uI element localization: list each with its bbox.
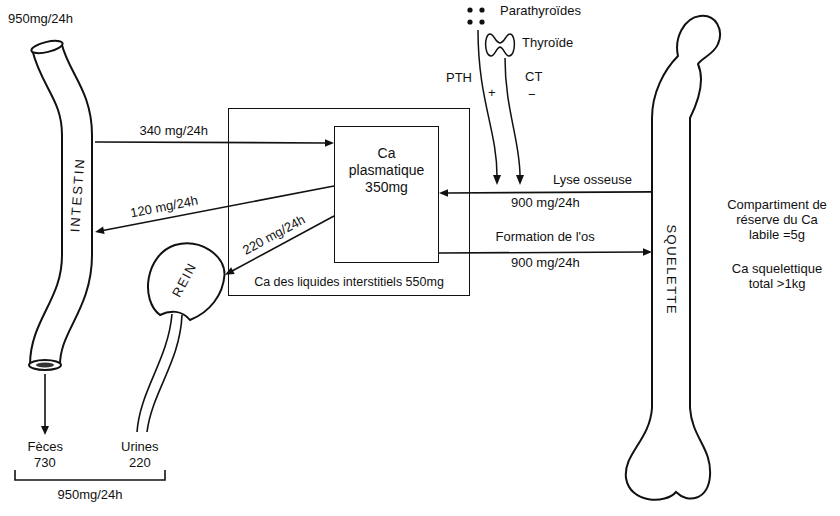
flow-arrow [439,248,652,256]
flow-rate: 340 mg/24h [137,124,210,139]
output-value: 220 [129,456,151,471]
organ-name: SQUELETTE [663,224,679,315]
tube-opening [29,360,61,370]
flow-name: Formation de l'os [496,230,595,245]
ureter-line [147,315,182,432]
kidney-outline-path [148,243,225,320]
femur-bone: SQUELETTE [652,8,722,505]
hormone-name: PTH [446,71,472,86]
ct-arrow-head [516,175,524,185]
reserve-note: Compartiment de réserve du Ca labile =5g [727,198,827,243]
parathyroid-gland [467,19,472,24]
feces-arrow-head [41,426,49,435]
flow-name: Lyse osseuse [553,173,632,188]
hormone-name: CT [525,70,542,85]
gland-name: Parathyroïdes [500,4,581,19]
output-value: 730 [34,456,56,471]
arrow-head [439,189,448,197]
feces-arrow-line [44,374,46,427]
flow-rate: 900 mg/24h [509,256,582,271]
total-intake: 950mg/24h [8,12,73,27]
parathyroid-gland [479,19,484,24]
arrow-line [447,192,652,193]
parathyroid-gland [479,7,484,12]
effect-sign: + [488,86,496,101]
output-name: Urines [121,440,159,455]
thyroid-gland [486,34,515,56]
bone-outline [652,8,722,505]
arrow-line [95,142,326,143]
gland-name: Thyroïde [522,36,573,51]
arrow-head [325,139,334,147]
tube-opening [30,38,63,55]
reserve-note: Ca squelettique total >1kg [727,262,827,292]
pth-arrow-head [493,175,501,185]
intestine-tube: INTESTIN [25,35,95,380]
flow-rate: 900 mg/24h [509,196,582,211]
ct-arrow-line [505,58,520,176]
femur-outline-path [626,16,720,500]
interstitial-compartment: Ca des liquides interstitiels 550mg Ca pl… [228,108,470,296]
flow-rate: 220 mg/24h [239,212,310,260]
pth-arrow-line [478,30,497,176]
flow-rate: 120 mg/24h [127,193,201,221]
compartment-label: Ca plasmatique 350mg [341,145,432,195]
kidney-organ: REIN [140,240,225,325]
total-output: 950mg/24h [58,488,123,503]
output-name: Fèces [28,440,63,455]
parathyroid-gland [467,7,472,12]
flow-arrow [95,139,334,147]
arrow-head [643,248,652,256]
compartment-label: Ca des liquides interstitiels 550mg [235,275,463,290]
effect-sign: − [528,88,536,103]
plasma-compartment: Ca plasmatique 350mg [334,126,439,263]
total-bracket [15,470,165,480]
tube-lumen [36,363,54,368]
